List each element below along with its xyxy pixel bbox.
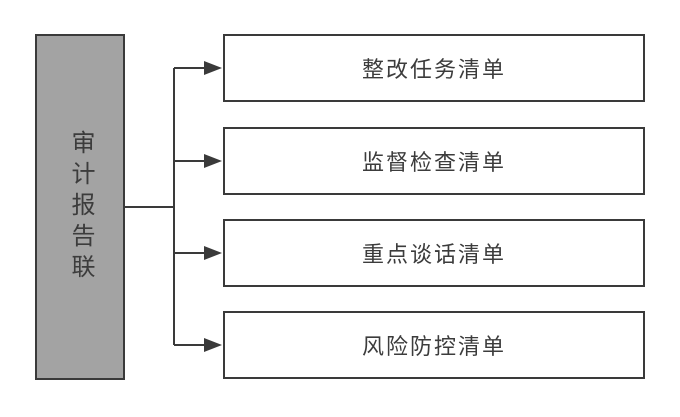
source-box-audit-report: 审计报告联: [35, 34, 125, 380]
arrow-right-icon: [204, 338, 222, 352]
flow-box-key-talk-list: 重点谈话清单: [223, 219, 645, 287]
flow-box-label: 风险防控清单: [361, 334, 506, 359]
branch-connector-2: [174, 154, 222, 168]
flow-box-risk-prevention-list: 风险防控清单: [223, 311, 645, 379]
arrow-right-icon: [204, 246, 222, 260]
flow-box-supervision-inspection-list: 监督检查清单: [223, 127, 645, 195]
branch-connector-3: [174, 246, 222, 260]
branch-connector-4: [174, 338, 222, 352]
arrow-right-icon: [204, 61, 222, 75]
flow-box-rectification-task-list: 整改任务清单: [223, 34, 645, 102]
arrow-right-icon: [204, 154, 222, 168]
branch-connector-1: [174, 61, 222, 75]
source-box-label: 审计报告联: [67, 129, 94, 285]
flow-box-label: 重点谈话清单: [361, 242, 506, 267]
flow-box-label: 监督检查清单: [361, 150, 506, 175]
flow-box-label: 整改任务清单: [361, 57, 506, 82]
